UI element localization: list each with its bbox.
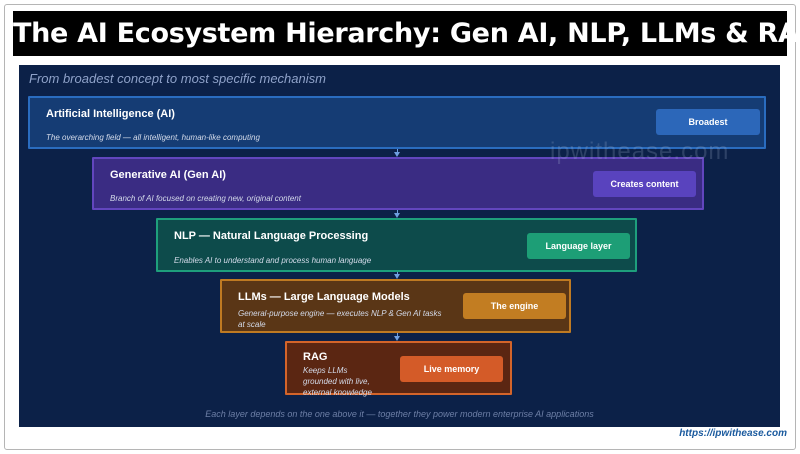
layer-ai-name: Artificial Intelligence (AI) (46, 108, 175, 120)
layer-llms-description: General-purpose engine — executes NLP & … (238, 309, 442, 329)
connector-stem (397, 210, 398, 213)
layer-ai-description: The overarching field — all intelligent,… (46, 133, 260, 142)
connector-stem (397, 333, 398, 336)
down-arrow-icon (394, 336, 400, 341)
layer-rag-name: RAG (303, 351, 328, 363)
layer-rag-description: Keeps LLMs grounded with live, external … (303, 366, 372, 397)
diagram-footer: Each layer depends on the one above it —… (205, 409, 594, 419)
layer-nlp-name: NLP — Natural Language Processing (174, 230, 369, 242)
connector-stem (397, 149, 398, 152)
site-link[interactable]: https://ipwithease.com (679, 428, 787, 439)
layer-nlp-description: Enables AI to understand and process hum… (174, 256, 372, 265)
layer-rag-tag: Live memory (400, 356, 503, 382)
hierarchy-diagram: From broadest concept to most specific m… (19, 65, 780, 427)
layer-gen-ai-tag: Creates content (593, 171, 696, 197)
watermark: ipwithease.com (550, 138, 730, 165)
figure-title: The AI Ecosystem Hierarchy: Gen AI, NLP,… (13, 11, 800, 56)
connector-stem (397, 272, 398, 274)
layer-nlp-tag: Language layer (527, 233, 630, 259)
layer-ai: Artificial Intelligence (AI) The overarc… (28, 96, 766, 149)
down-arrow-icon (394, 152, 400, 157)
layer-gen-ai-description: Branch of AI focused on creating new, or… (110, 194, 301, 203)
down-arrow-icon (394, 274, 400, 279)
layer-ai-tag: Broadest (656, 109, 760, 135)
layer-nlp: NLP — Natural Language Processing Enable… (156, 218, 637, 272)
layer-gen-ai: Generative AI (Gen AI) Branch of AI focu… (92, 157, 704, 210)
diagram-subtitle: From broadest concept to most specific m… (29, 71, 326, 86)
down-arrow-icon (394, 213, 400, 218)
layer-gen-ai-name: Generative AI (Gen AI) (110, 169, 226, 181)
layer-llms: LLMs — Large Language Models General-pur… (220, 279, 571, 333)
layer-llms-name: LLMs — Large Language Models (238, 291, 410, 303)
layer-llms-tag: The engine (463, 293, 566, 319)
layer-rag: RAG Keeps LLMs grounded with live, exter… (285, 341, 512, 397)
